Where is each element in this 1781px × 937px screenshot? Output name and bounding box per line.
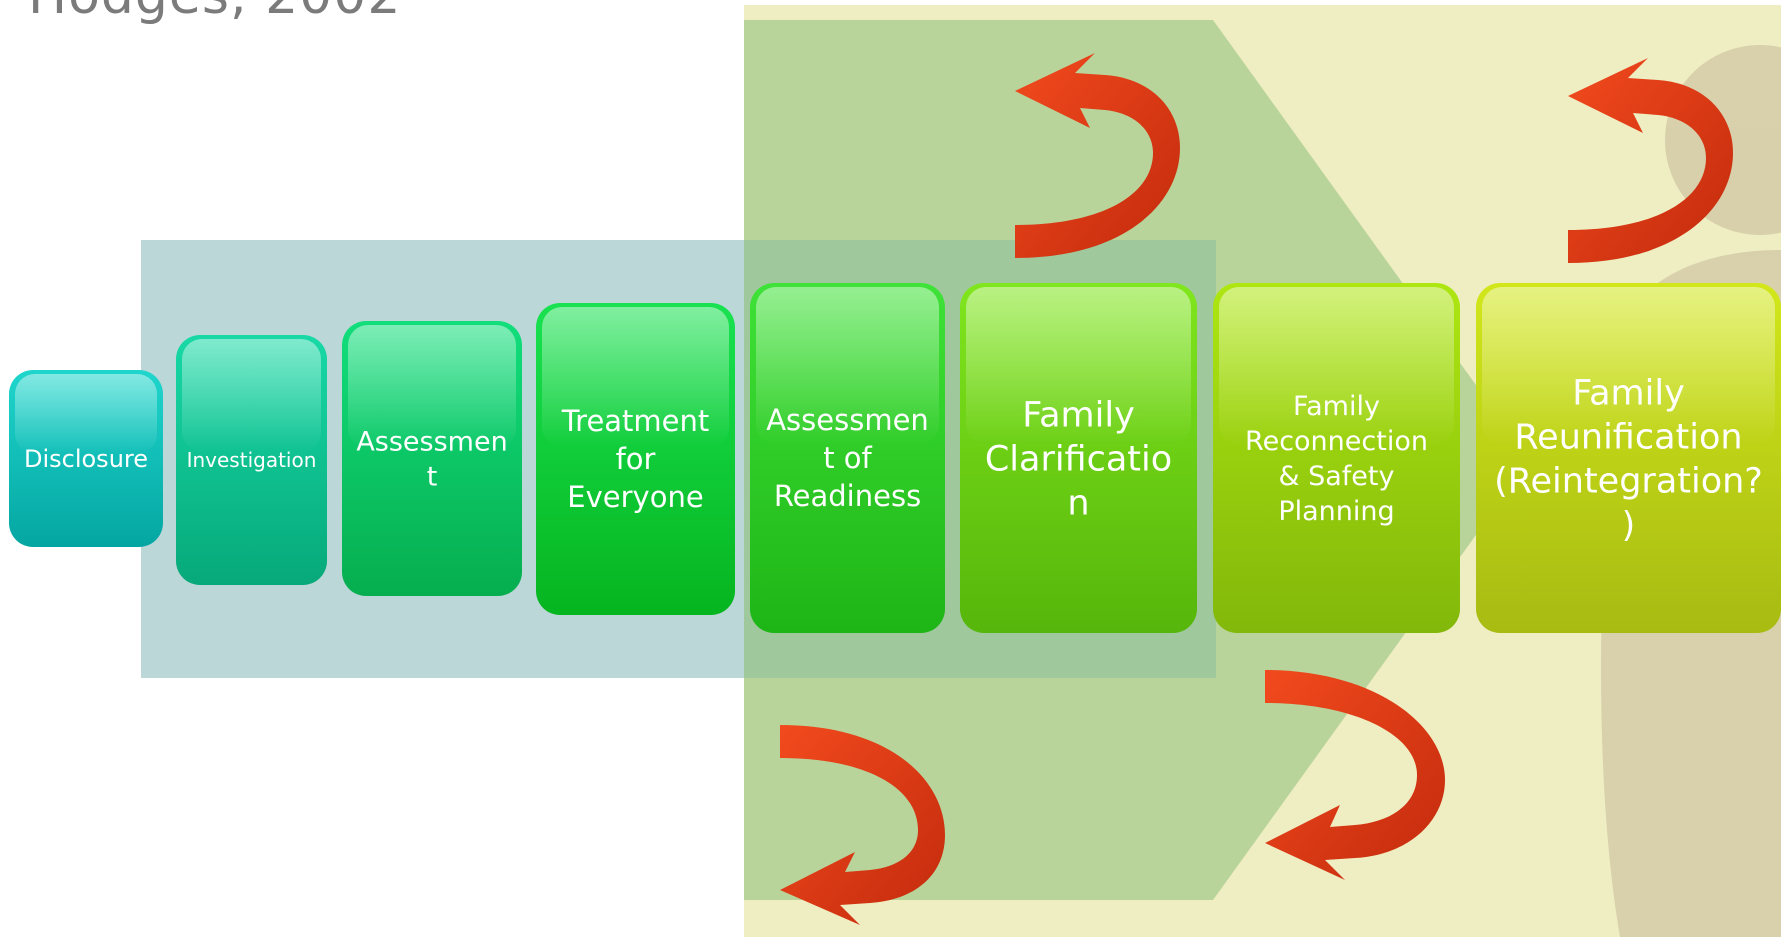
step-label-line: t of <box>823 441 872 475</box>
step-label-line: Family <box>1293 391 1380 422</box>
step-label-line: Everyone <box>567 480 703 514</box>
step-label: Assessmen t of Readiness <box>766 403 929 513</box>
step-label-line: Assessmen <box>356 426 507 457</box>
step-label-line: Clarificatio <box>985 439 1172 479</box>
step-label-line: (Reintegration? <box>1494 461 1763 501</box>
step-label-line: Disclosure <box>24 445 148 473</box>
step-label-line: Assessmen <box>766 403 929 437</box>
step-label-line: for <box>616 442 656 476</box>
step-label-line: Treatment <box>561 404 710 438</box>
step-label-line: Readiness <box>774 479 921 513</box>
step-label-line: Reunification <box>1514 417 1742 457</box>
step-box-gloss <box>1219 287 1454 445</box>
step-box-gloss <box>756 287 939 445</box>
step-label-line: Investigation <box>187 448 317 472</box>
step-label-line: ) <box>1622 505 1636 545</box>
step-label-line: Family <box>1022 395 1135 435</box>
step-label-line: n <box>1067 483 1089 523</box>
step-boxes: Disclosure Investigation Assessmen t Treatme… <box>9 283 1781 633</box>
step-box-5: Assessmen t of Readiness <box>750 283 945 633</box>
step-box-gloss <box>348 325 516 449</box>
step-box-2: Investigation <box>176 335 327 585</box>
step-label-line: & Safety <box>1278 461 1394 492</box>
step-box-1: Disclosure <box>9 370 163 547</box>
step-box-gloss <box>15 374 157 454</box>
step-label-line: Family <box>1572 373 1685 413</box>
cycle-arrow-top-left-icon <box>1015 53 1180 258</box>
step-label-line: Planning <box>1278 496 1394 527</box>
step-label-line: t <box>427 461 438 492</box>
cycle-arrow-top-right-icon <box>1568 58 1733 263</box>
step-label: Disclosure <box>24 445 148 473</box>
step-box-gloss <box>182 339 321 452</box>
cycle-arrow-bottom-right-icon <box>1265 670 1445 880</box>
step-label: Investigation <box>187 448 317 472</box>
step-box-3: Assessmen t <box>342 321 522 596</box>
step-box-gloss <box>966 287 1191 445</box>
step-label-line: Reconnection <box>1245 426 1428 457</box>
cycle-arrow-bottom-left-icon <box>780 725 945 925</box>
step-label: Assessmen t <box>356 426 507 492</box>
step-box-gloss <box>1482 287 1775 445</box>
step-box-gloss <box>542 307 729 448</box>
page-title: Hodges, 2002 <box>28 0 401 26</box>
